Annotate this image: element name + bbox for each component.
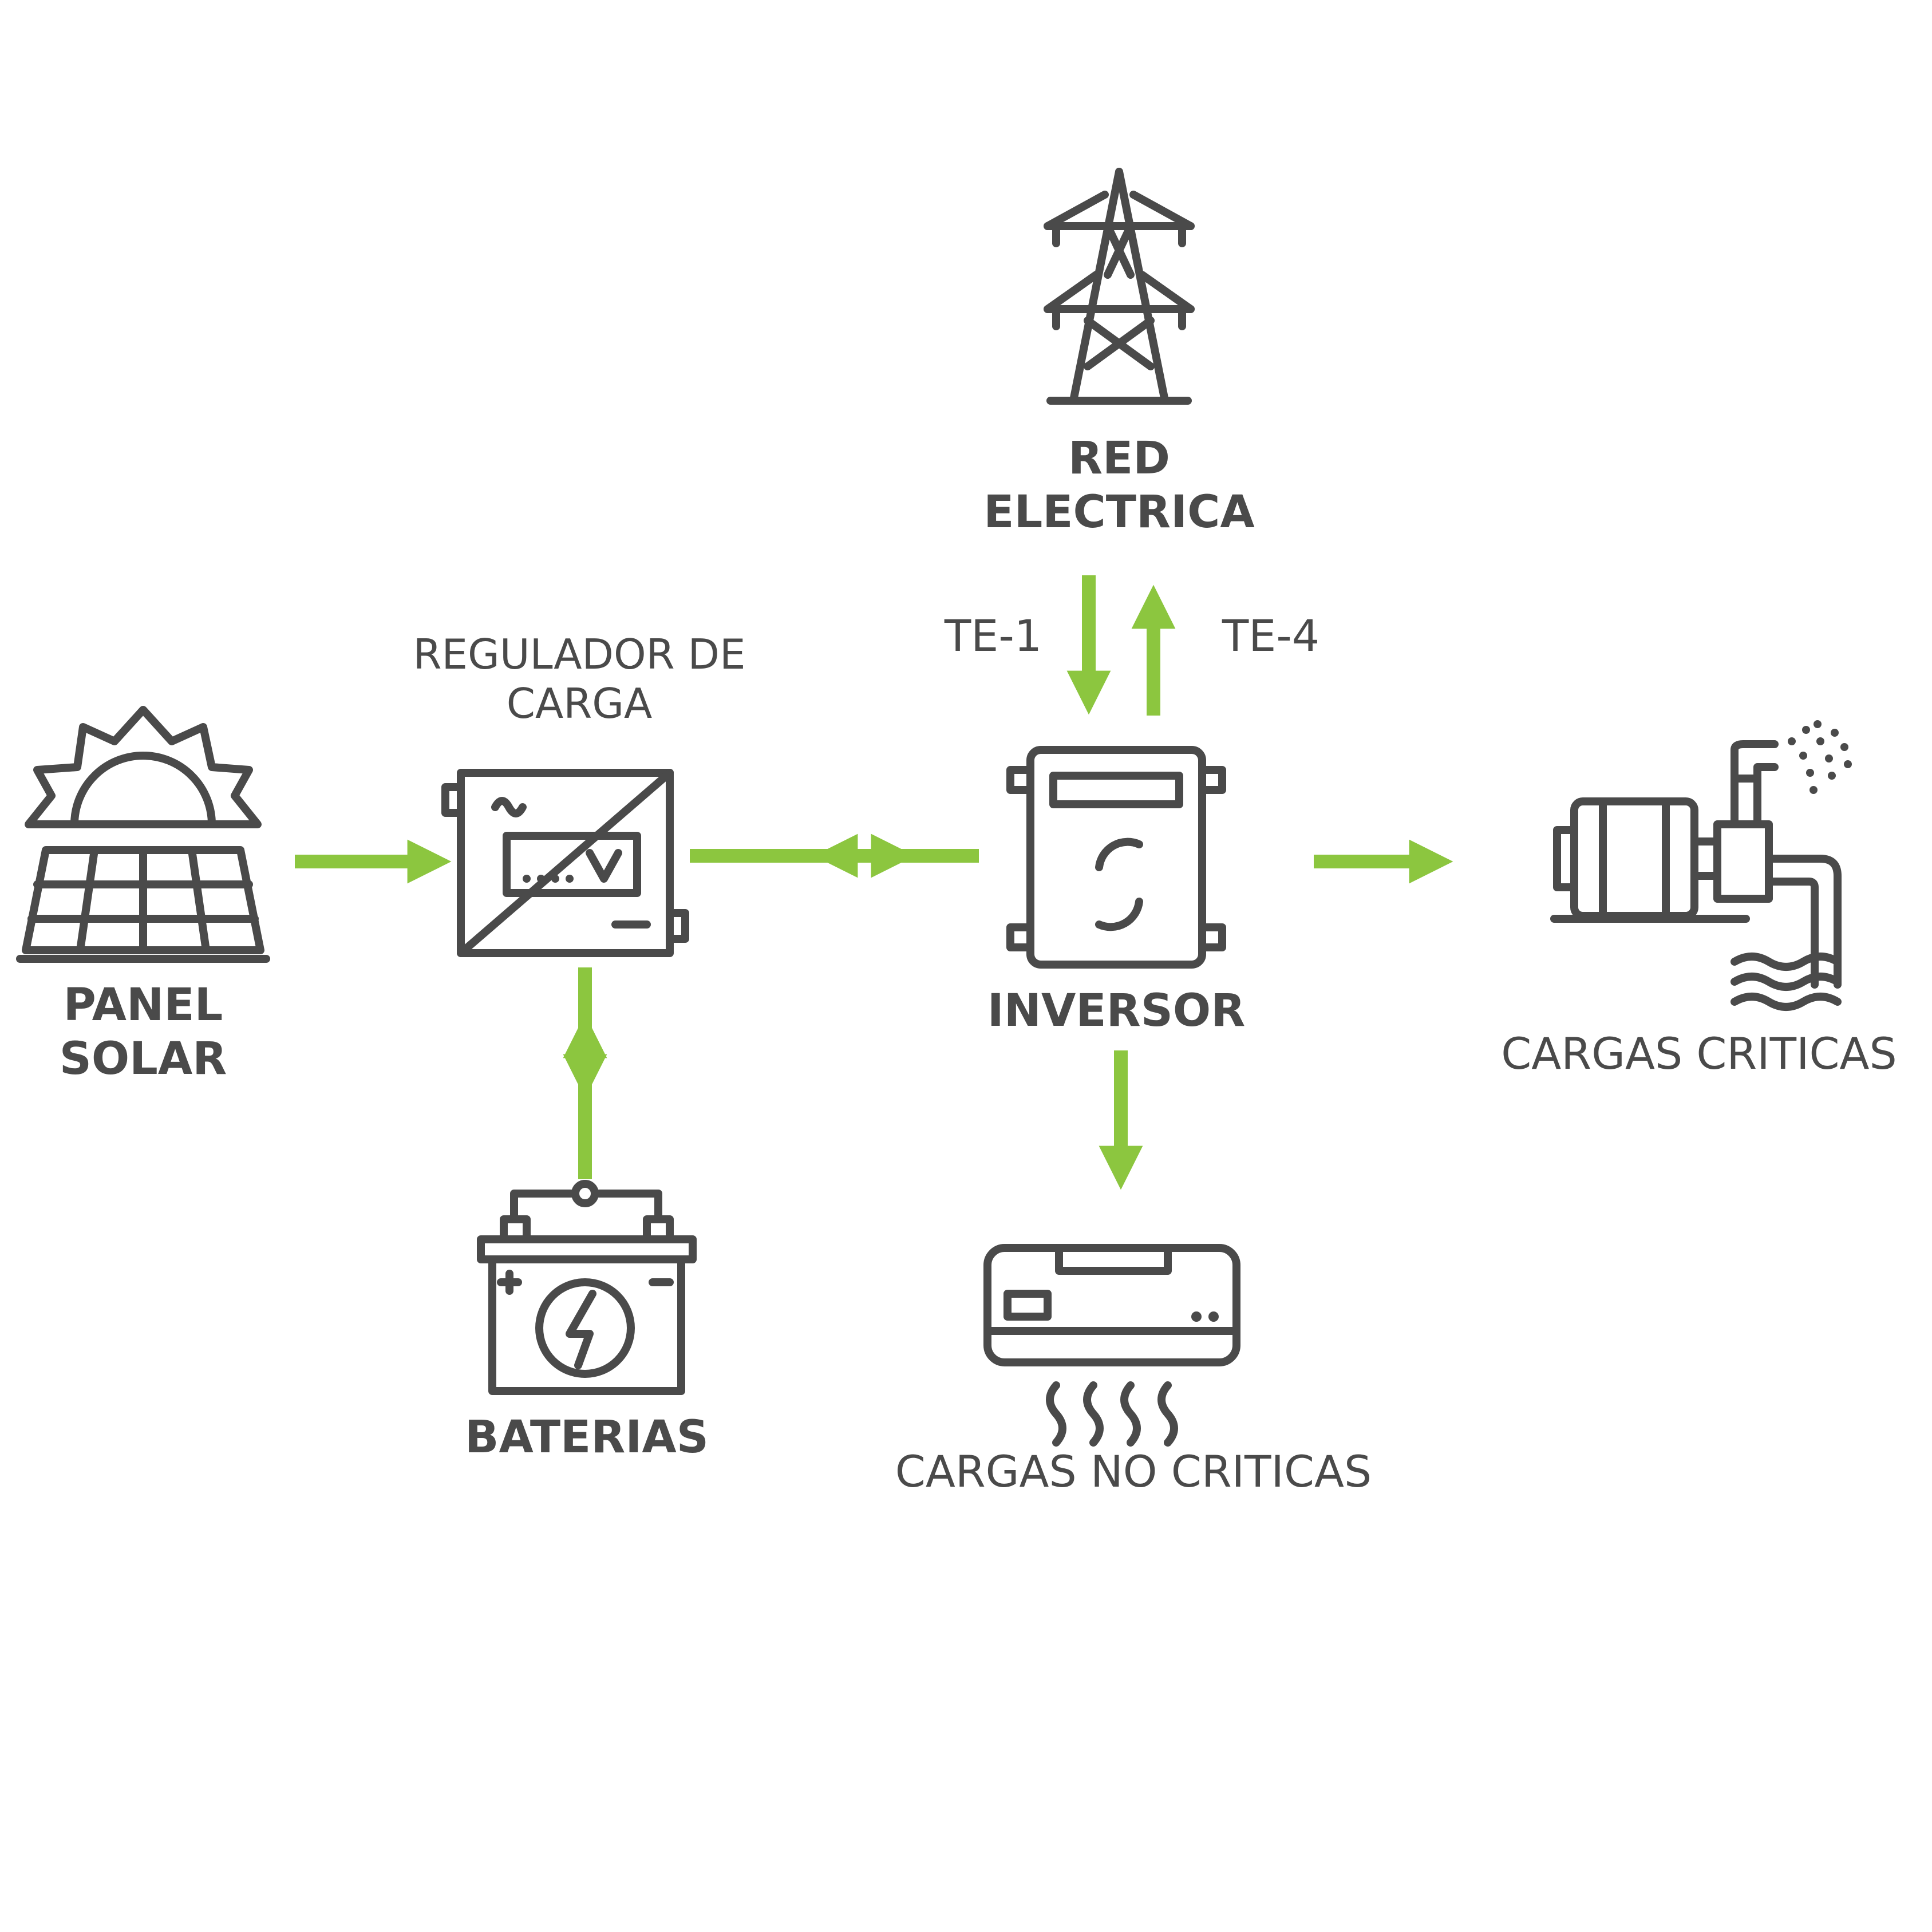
te4-label: TE-4 [1222, 610, 1320, 661]
battery-terminal-node [571, 1180, 599, 1207]
charge-controller-display-text [523, 875, 574, 883]
te1-label: TE-1 [944, 610, 1042, 661]
ac-indicator-dots [1191, 1311, 1219, 1322]
air-conditioner-icon [983, 1244, 1240, 1447]
voltage-symbol-icon [586, 849, 622, 883]
battery-icon [477, 1190, 697, 1395]
cargas-criticas-label: CARGAS CRITICAS [1501, 1028, 1897, 1079]
panel-solar-label-line2: SOLAR [59, 1033, 227, 1085]
red-electrica-label-line2: ELECTRICA [983, 486, 1255, 538]
water-spray-icon [1788, 720, 1852, 794]
regulador-label-line2: CARGA [506, 679, 653, 728]
charge-controller-icon [441, 769, 689, 957]
power-tower-icon [1044, 168, 1195, 405]
red-electrica-label: RED ELECTRICA [983, 432, 1254, 539]
water-pump-icon [1550, 740, 1842, 1011]
red-electrica-label-line1: RED [1068, 433, 1171, 484]
solar-panel-icon [16, 706, 270, 963]
panel-solar-label: PANEL SOLAR [60, 979, 227, 1086]
panel-solar-label-line1: PANEL [63, 979, 223, 1031]
cargas-no-criticas-label: CARGAS NO CRITICAS [895, 1446, 1372, 1497]
inverter-icon [1006, 746, 1226, 969]
baterias-label: BATERIAS [465, 1412, 709, 1463]
regulador-label-line1: REGULADOR DE [413, 630, 746, 678]
regulador-label: REGULADOR DE CARGA [413, 630, 746, 729]
flow-arrows [295, 575, 1453, 1190]
inversor-label: INVERSOR [987, 985, 1246, 1037]
